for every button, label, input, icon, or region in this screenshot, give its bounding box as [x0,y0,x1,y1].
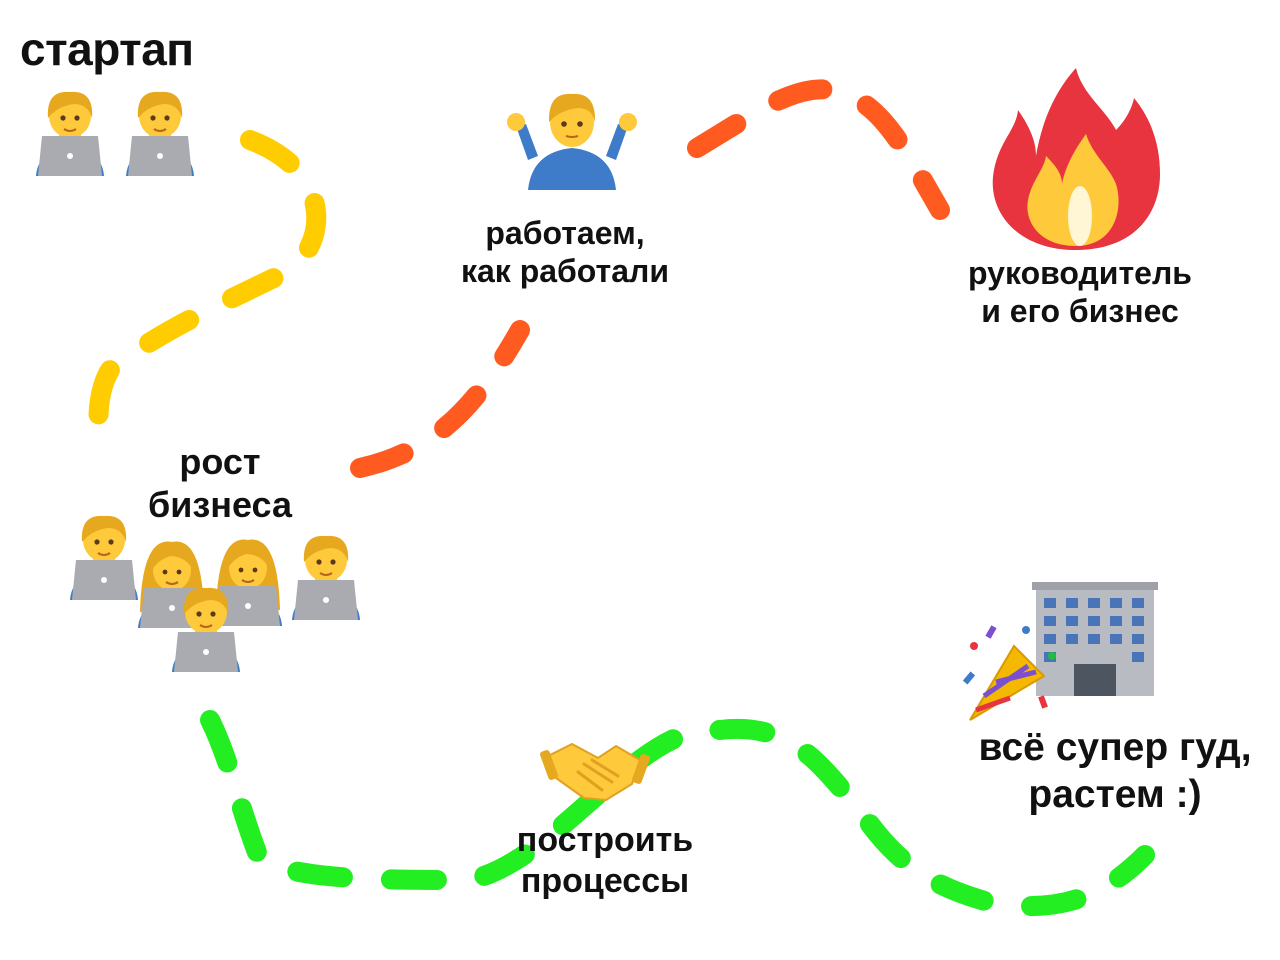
manager-label-line2: и его бизнес [981,293,1179,330]
growth-label-line2: бизнеса [147,484,293,526]
growth-label: рост бизнеса [120,440,320,526]
process-label-line2: процессы [520,861,690,900]
handshake-icon [540,742,650,802]
green-path [200,710,1155,917]
working-label: работаем, как работали [430,214,700,291]
party-popper-icon [962,625,1056,721]
man-technologist-icon [69,514,139,601]
working-label-line1: работаем, [485,215,645,251]
success-label: всё супер гуд, растем :) [955,725,1275,819]
growth-label-line1: рост [179,441,261,482]
process-label: построить процессы [485,820,725,902]
man-technologist-icon [291,534,361,621]
process-label-line1: построить [516,821,694,859]
yellow-path [88,130,327,465]
manager-label: руководитель и его бизнес [945,254,1215,331]
man-technologist-icon [35,90,105,177]
success-label-line2: растем :) [1028,772,1202,816]
office-building-icon [1032,582,1158,696]
man-technologist-icon [125,90,195,177]
fire-icon [992,68,1160,250]
manager-label-line1: руководитель [968,255,1192,291]
person-shrugging-icon [507,93,637,190]
working-label-line2: как работали [460,253,670,290]
startup-label: стартап [20,22,194,77]
orange-path-upper [687,79,950,220]
success-label-line1: всё супер гуд, [978,726,1252,769]
orange-path [350,320,530,478]
startup-label-text: стартап [20,23,194,75]
